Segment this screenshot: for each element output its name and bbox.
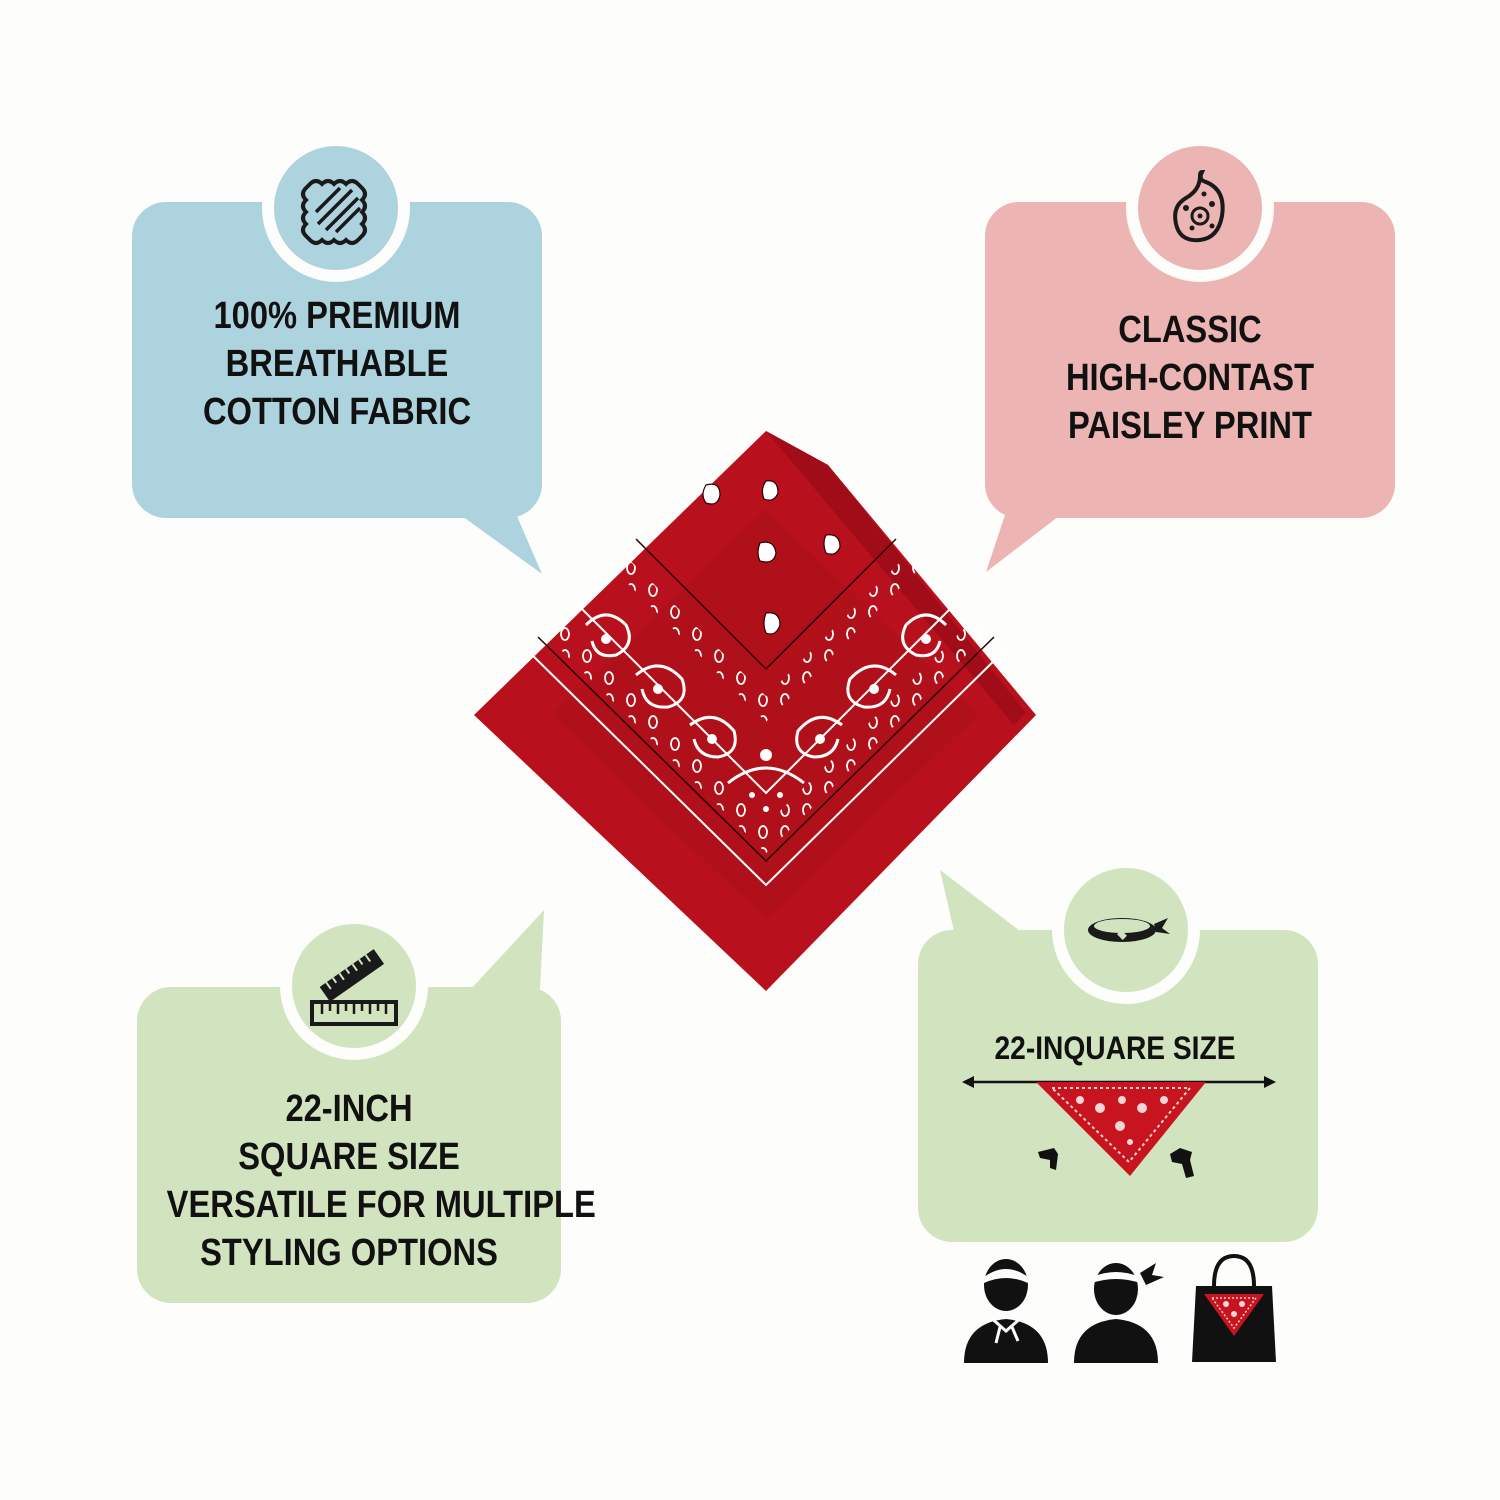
headband-person-icon xyxy=(1074,1263,1164,1363)
print-bubble-tail xyxy=(986,500,1080,572)
print-line-3: PAISLEY PRINT xyxy=(1068,405,1312,447)
styling-icon-circle xyxy=(1052,856,1200,1004)
size-line-3: VERSATILE FOR MULTIPLE xyxy=(166,1184,596,1226)
fabric-line-2: BREATHABLE xyxy=(225,343,449,385)
print-icon-circle xyxy=(1126,134,1274,282)
bandana-triangle-illustration xyxy=(1036,1082,1206,1176)
fabric-swatch-icon xyxy=(301,179,367,245)
paisley-icon xyxy=(1173,169,1225,243)
size-line-1: 22-INCH xyxy=(285,1088,413,1130)
fabric-icon-circle xyxy=(262,134,410,282)
print-feature-text: CLASSIC HIGH-CONTAST PAISLEY PRINT xyxy=(1014,306,1367,450)
headband-icon xyxy=(1088,918,1170,942)
ruler-icon xyxy=(310,949,398,1026)
left-hand-icon xyxy=(1038,1148,1058,1170)
right-hand-icon xyxy=(1170,1148,1194,1178)
folded-red-paisley-bandana xyxy=(474,431,1036,991)
fabric-line-3: COTTON FABRIC xyxy=(202,391,472,433)
fabric-bubble-tail xyxy=(440,500,542,574)
size-line-4: STYLING OPTIONS xyxy=(200,1232,498,1274)
size-feature-text: 22-INCH SQUARE SIZE VERSATILE FOR MULTIP… xyxy=(166,1085,596,1277)
neck-scarf-person-icon xyxy=(964,1259,1048,1363)
styling-bubble-tail xyxy=(940,870,1032,940)
print-line-2: HIGH-CONTAST xyxy=(1065,357,1315,399)
print-line-1: CLASSIC xyxy=(1118,309,1262,351)
fabric-feature-text: 100% PREMIUM BREATHABLE COTTON FABRIC xyxy=(161,292,514,436)
fabric-line-1: 100% PREMIUM xyxy=(213,295,461,337)
styling-size-label: 22-INQUARE SIZE xyxy=(994,1030,1236,1066)
size-icon-circle xyxy=(280,912,428,1060)
size-bubble-tail xyxy=(470,910,544,990)
size-line-2: SQUARE SIZE xyxy=(238,1136,460,1178)
bandana-tote-bag-icon xyxy=(1192,1253,1276,1362)
